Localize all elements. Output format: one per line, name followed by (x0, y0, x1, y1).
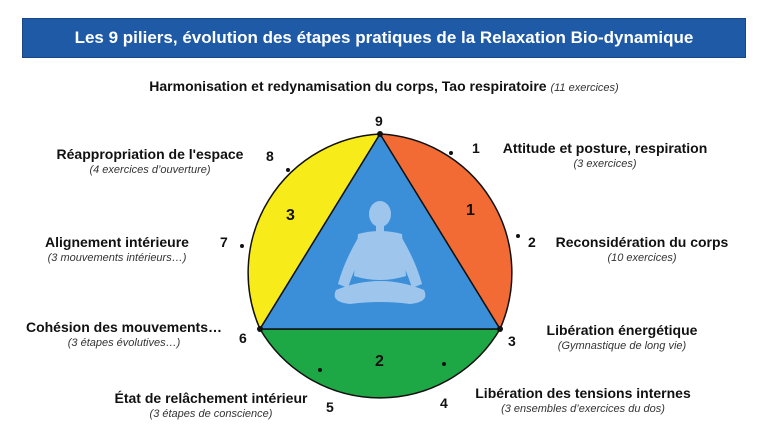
pillar-5-sub: (3 étapes de conscience) (149, 408, 273, 420)
pillar-6-title: Cohésion des mouvements… (25, 319, 223, 335)
pillar-4-sub: (3 ensembles d’exercices du dos) (501, 403, 665, 415)
pillar-7-number: 7 (220, 234, 228, 250)
pillar-7-label: Alignement intérieure (3 mouvements inté… (22, 234, 212, 264)
pillar-6-number: 6 (239, 330, 247, 346)
pillar-3-number: 3 (508, 333, 516, 349)
tick-4 (442, 362, 446, 366)
segment-green (258, 328, 502, 399)
pillar-6-label: Cohésion des mouvements… (3 étapes évolu… (14, 319, 234, 349)
pillar-2-number: 2 (528, 234, 536, 250)
title-text: Les 9 piliers, évolution des étapes prat… (74, 28, 694, 47)
pillar-8-label: Réappropriation de l'espace (4 exercices… (40, 146, 260, 176)
pillar-8-number: 8 (266, 148, 274, 164)
tick-7 (240, 244, 244, 248)
segment-yellow (247, 133, 382, 331)
pillar-4-number: 4 (440, 395, 448, 411)
tick-2 (516, 234, 520, 238)
vertex-9-dot (377, 131, 383, 137)
pillar-6-sub: (3 étapes évolutives…) (67, 337, 181, 349)
title-banner: Les 9 piliers, évolution des étapes prat… (22, 18, 746, 58)
pillar-7-title: Alignement intérieure (45, 234, 189, 250)
pillar-1-label: Attitude et posture, respiration (3 exer… (490, 140, 720, 170)
pillar-1-title: Attitude et posture, respiration (502, 140, 708, 156)
pillar-1-sub: (3 exercices) (573, 158, 637, 170)
pillar-8-sub: (4 exercices d’ouverture) (89, 164, 211, 176)
pillar-8-title: Réappropriation de l'espace (56, 146, 244, 162)
pillar-9-title: Harmonisation et redynamisation du corps… (149, 78, 547, 94)
pillar-5-label: État de relâchement intérieur (3 étapes … (102, 390, 320, 420)
pillar-3-sub: (Gymnastique de long vie) (557, 340, 687, 352)
pillar-9-label: Harmonisation et redynamisation du corps… (0, 78, 768, 94)
segment-3-number: 3 (286, 207, 295, 224)
segment-2-number: 2 (375, 353, 384, 370)
pillar-3-title: Libération énergétique (546, 322, 698, 338)
pillar-2-label: Reconsidération du corps (10 exercices) (542, 234, 742, 264)
tick-8 (286, 168, 290, 172)
vertex-3-dot (497, 326, 503, 332)
pillar-9-sub: (11 exercices) (550, 82, 619, 94)
pillar-4-label: Libération des tensions internes (3 ense… (458, 385, 708, 415)
pillar-7-sub: (3 mouvements intérieurs…) (47, 252, 187, 264)
tick-5 (318, 368, 322, 372)
pillar-9-number: 9 (375, 113, 383, 129)
segment-1-number: 1 (466, 202, 475, 219)
pillar-2-sub: (10 exercices) (607, 252, 677, 264)
meditating-figure-icon (334, 201, 426, 304)
pillar-5-title: État de relâchement intérieur (114, 390, 308, 406)
pillar-1-number: 1 (472, 140, 480, 156)
pillar-4-title: Libération des tensions internes (475, 385, 691, 401)
tick-1 (449, 151, 453, 155)
segment-orange (378, 133, 513, 331)
pillar-2-title: Reconsidération du corps (555, 234, 729, 250)
pillar-3-label: Libération énergétique (Gymnastique de l… (522, 322, 722, 352)
pillar-5-number: 5 (326, 399, 334, 415)
vertex-6-dot (257, 326, 263, 332)
